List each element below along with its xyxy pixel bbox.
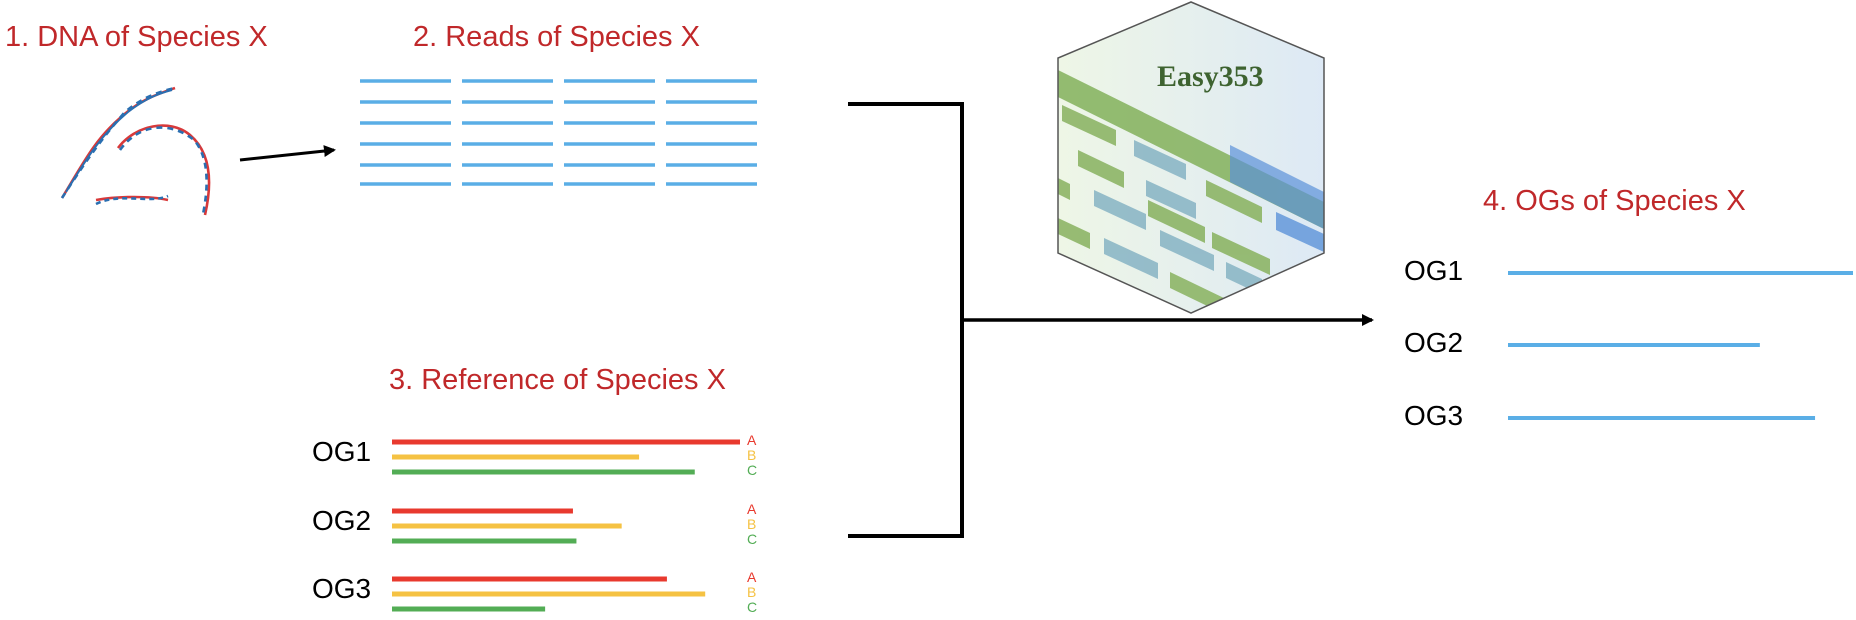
reference-bar-key-label: A (747, 569, 757, 585)
step-3-title: 3. Reference of Species X (389, 364, 726, 396)
output-og-label: OG2 (1404, 327, 1464, 358)
reference-bars (392, 439, 740, 612)
merge-bracket (848, 102, 1374, 538)
reference-bar-key-label: B (747, 447, 757, 463)
reference-bar-key-label: B (747, 516, 757, 532)
step-2-title: 2. Reads of Species X (413, 21, 700, 53)
dna-helix-icon (60, 86, 211, 216)
output-og-label: OG3 (1404, 400, 1464, 431)
og-output-bars (1508, 271, 1853, 420)
reference-og-label: OG1 (312, 436, 372, 467)
reads-grid (360, 79, 757, 186)
easy353-logo-text: Easy353 (1157, 60, 1264, 93)
easy353-hexagon-logo-icon (1057, 1, 1325, 314)
reference-bar-key-label: B (747, 584, 757, 600)
reference-bar-key-label: A (747, 432, 757, 448)
reference-bar-key-label: C (747, 531, 758, 547)
arrow-dna-to-reads (239, 145, 336, 162)
step-1-title: 1. DNA of Species X (5, 21, 268, 53)
step-4-title: 4. OGs of Species X (1483, 185, 1746, 217)
output-og-label: OG1 (1404, 255, 1464, 286)
reference-og-label: OG2 (312, 505, 372, 536)
reference-og-label: OG3 (312, 573, 372, 604)
reference-bar-key-label: C (747, 462, 758, 478)
reference-bar-key-label: A (747, 501, 757, 517)
reference-bar-key-label: C (747, 599, 758, 615)
